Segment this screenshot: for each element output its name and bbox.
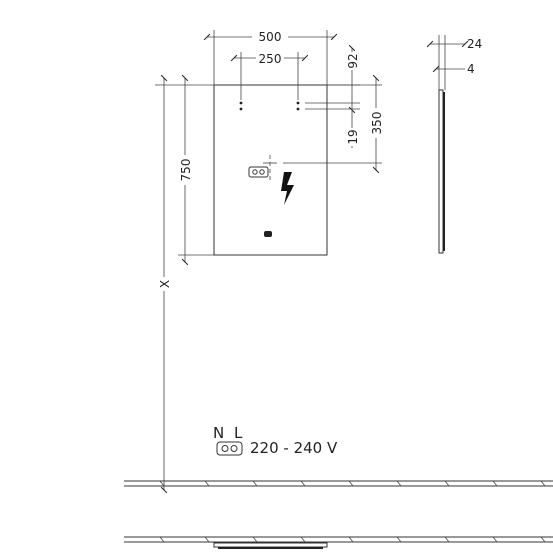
mounting-hole-left (239, 101, 243, 111)
dim-socket-height: 350 (370, 112, 384, 135)
live-label: L (234, 424, 243, 442)
sensor-icon (264, 231, 272, 237)
dim-glass-depth: 4 (467, 62, 475, 76)
dim-floor-height: X (158, 280, 172, 288)
mirror-side-view (438, 89, 445, 254)
mirror-front-outline (213, 84, 328, 256)
power-socket-icon (216, 441, 243, 456)
neutral-label: N (213, 424, 224, 442)
socket-icon (248, 166, 269, 178)
dim-hole-spacing: 250 (259, 52, 282, 66)
countertop-side-view (124, 536, 553, 549)
dim-top-to-holes: 92 (346, 53, 360, 68)
voltage-label: 220 - 240 V (250, 439, 338, 457)
lightning-bolt-icon (281, 172, 294, 205)
mounting-hole-right (296, 101, 300, 111)
dim-hole-to-bracket: 19 (346, 129, 360, 144)
dim-total-depth: 24 (467, 37, 482, 51)
floor-line (124, 480, 553, 487)
dim-mirror-height: 750 (179, 159, 193, 182)
dim-mirror-width: 500 (259, 30, 282, 44)
